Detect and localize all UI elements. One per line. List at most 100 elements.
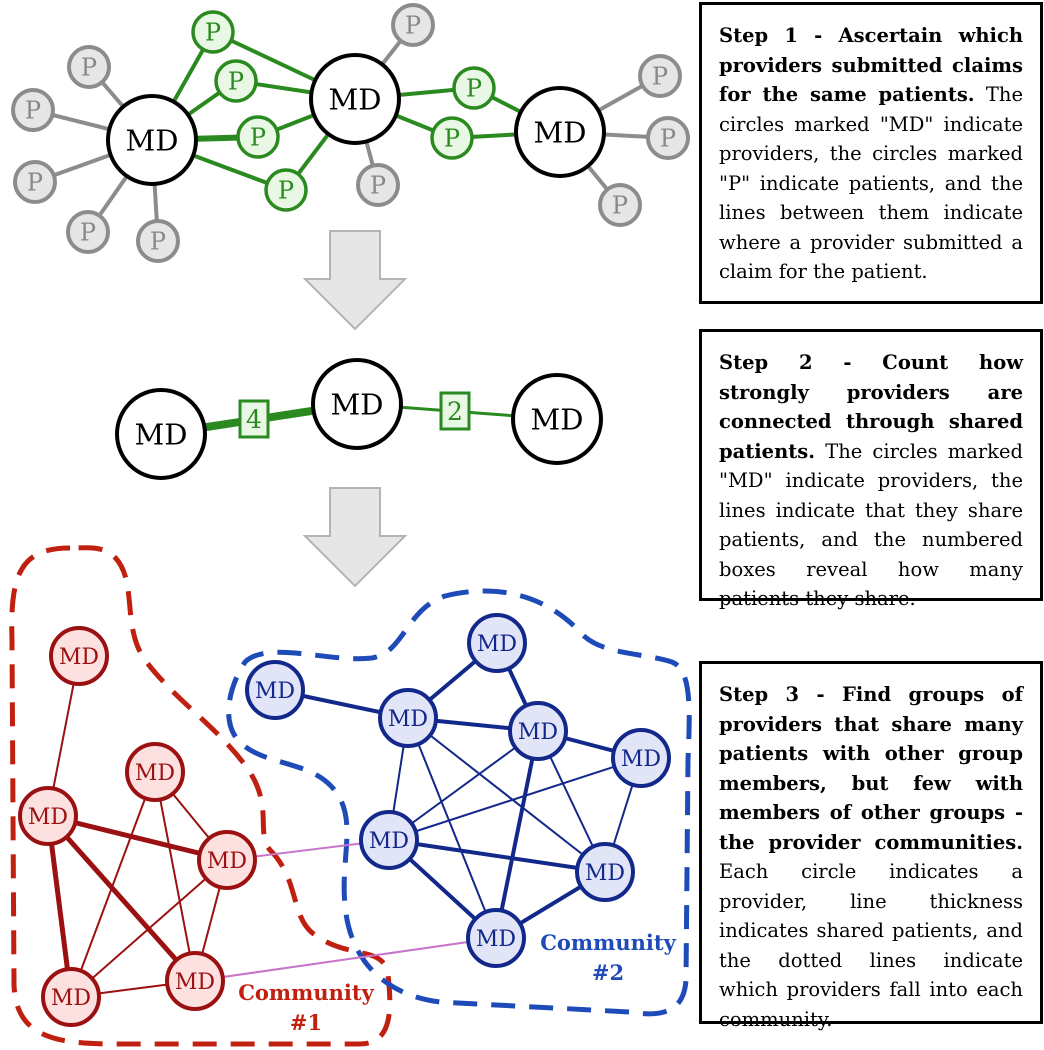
patient-node-provider3-2-label: P xyxy=(660,125,676,153)
step3-description-box: Step 3 - Find groups of providers that s… xyxy=(699,661,1043,1031)
community2-edge-9 xyxy=(388,730,539,841)
step1-body: The circles marked "MD" indicate provide… xyxy=(719,83,1023,283)
shared-patient-node-2 xyxy=(214,59,258,103)
community2-edge-7 xyxy=(407,717,606,873)
community2-outline xyxy=(226,588,692,1017)
provider-node-1-label: MD xyxy=(126,123,179,157)
community2-provider-6 xyxy=(359,810,419,870)
community1-provider-2 xyxy=(125,742,185,802)
community1-provider-6-label: MD xyxy=(175,970,215,995)
community2-provider-8-label: MD xyxy=(476,927,516,952)
patient-node-provider1-4 xyxy=(66,210,110,254)
shared-patient-node-2-label: P xyxy=(228,68,244,96)
down-arrow-shape xyxy=(302,487,408,588)
patient-node-provider1-2-label: P xyxy=(25,97,41,125)
patient-node-provider2-1 xyxy=(391,3,435,47)
down-arrow-2 xyxy=(302,487,408,588)
community2-provider-1 xyxy=(245,660,305,720)
community1-edge-4 xyxy=(154,771,196,982)
patient-node-provider1-2 xyxy=(11,88,55,132)
weighted-provider-node-3 xyxy=(511,373,603,465)
shared-patient-node-3 xyxy=(236,115,280,159)
community2-provider-5 xyxy=(611,728,671,788)
community1-edge-8 xyxy=(70,859,228,998)
weighted-provider-node-2 xyxy=(311,358,403,450)
community2-provider-4-label: MD xyxy=(518,720,558,745)
shared-patient-node-6 xyxy=(430,116,474,160)
weighted-provider-node-1-label: MD xyxy=(135,417,188,451)
patient-node-provider1-4-label: P xyxy=(80,219,96,247)
weighted-provider-node-3-label: MD xyxy=(531,402,584,436)
community1-provider-4 xyxy=(197,830,257,890)
patient-node-provider1-1-label: P xyxy=(81,54,97,82)
community2-provider-6-label: MD xyxy=(369,829,409,854)
shared-count-box-right xyxy=(439,391,471,431)
patient-node-provider3-3-label: P xyxy=(612,192,628,220)
community2-label-line2: #2 xyxy=(592,960,624,985)
shared-patient-node-6-label: P xyxy=(444,125,460,153)
community1-edge-7 xyxy=(45,813,198,984)
patient-node-provider1-3-label: P xyxy=(27,169,43,197)
weighted-provider-node-1 xyxy=(115,388,207,480)
community2-provider-7 xyxy=(575,842,635,902)
step2-title: Step 2 - Count how strongly providers ar… xyxy=(719,351,1023,463)
community1-provider-3 xyxy=(18,786,78,846)
patient-node-provider1-5-label: P xyxy=(150,228,166,256)
community1-provider-6 xyxy=(165,951,225,1011)
down-arrow-1 xyxy=(302,230,408,331)
step2-body: The circles marked "MD" indicate provide… xyxy=(719,439,1024,611)
step3-body: Each circle indicates a provider, line t… xyxy=(719,860,1023,1031)
community2-edge-14 xyxy=(387,838,607,874)
community2-provider-7-label: MD xyxy=(585,861,625,886)
shared-patient-node-5-label: P xyxy=(466,75,482,103)
step3-title: Step 3 - Find groups of providers that s… xyxy=(719,683,1023,854)
shared-patient-node-1 xyxy=(191,10,235,54)
weighted-provider-node-2-label: MD xyxy=(331,387,384,421)
community2-edge-11 xyxy=(494,729,540,940)
community2-edge-8 xyxy=(407,717,497,939)
cross-community-edge-2 xyxy=(194,937,497,982)
provider-node-3 xyxy=(514,86,606,178)
patient-node-provider3-3 xyxy=(598,183,642,227)
shared-count-box-left-label: 4 xyxy=(246,405,262,434)
patient-node-provider1-1 xyxy=(67,45,111,89)
community2-provider-5-label: MD xyxy=(621,747,661,772)
community2-provider-2-label: MD xyxy=(477,632,517,657)
step1-description-box: Step 1 - Ascertain which providers submi… xyxy=(699,2,1043,304)
community1-provider-3-label: MD xyxy=(28,805,68,830)
community2-provider-4 xyxy=(508,701,568,761)
provider-node-2-label: MD xyxy=(329,82,382,116)
patient-node-provider2-2-label: P xyxy=(370,172,386,200)
provider-node-1 xyxy=(106,94,198,186)
community2-provider-2 xyxy=(467,613,527,673)
shared-patient-node-4-label: P xyxy=(278,177,294,205)
community1-provider-5-label: MD xyxy=(51,986,91,1011)
patient-node-provider1-3 xyxy=(13,160,57,204)
community1-edge-6 xyxy=(45,813,74,1000)
down-arrow-shape xyxy=(302,230,408,331)
community1-label-line2: #1 xyxy=(290,1010,322,1035)
community1-outline xyxy=(9,545,393,1047)
patient-node-provider3-2 xyxy=(646,116,690,160)
patient-node-provider3-1-label: P xyxy=(652,63,668,91)
community1-provider-1 xyxy=(49,626,109,686)
community2-provider-3 xyxy=(378,688,438,748)
community2-provider-1-label: MD xyxy=(255,679,295,704)
shared-patient-node-5 xyxy=(452,66,496,110)
community2-edge-12 xyxy=(388,757,642,841)
shared-patient-node-4 xyxy=(264,168,308,212)
provider-node-2 xyxy=(309,53,401,145)
shared-patient-node-1-label: P xyxy=(205,19,221,47)
step2-description-box: Step 2 - Count how strongly providers ar… xyxy=(699,329,1043,610)
community1-edge-5 xyxy=(45,813,230,863)
community1-provider-4-label: MD xyxy=(207,849,247,874)
step1-title: Step 1 - Ascertain which providers submi… xyxy=(719,24,1023,106)
community1-provider-1-label: MD xyxy=(59,645,99,670)
provider-node-3-label: MD xyxy=(534,115,587,149)
patient-node-provider2-2 xyxy=(356,163,400,207)
shared-patient-node-3-label: P xyxy=(250,124,266,152)
community2-provider-3-label: MD xyxy=(388,707,428,732)
